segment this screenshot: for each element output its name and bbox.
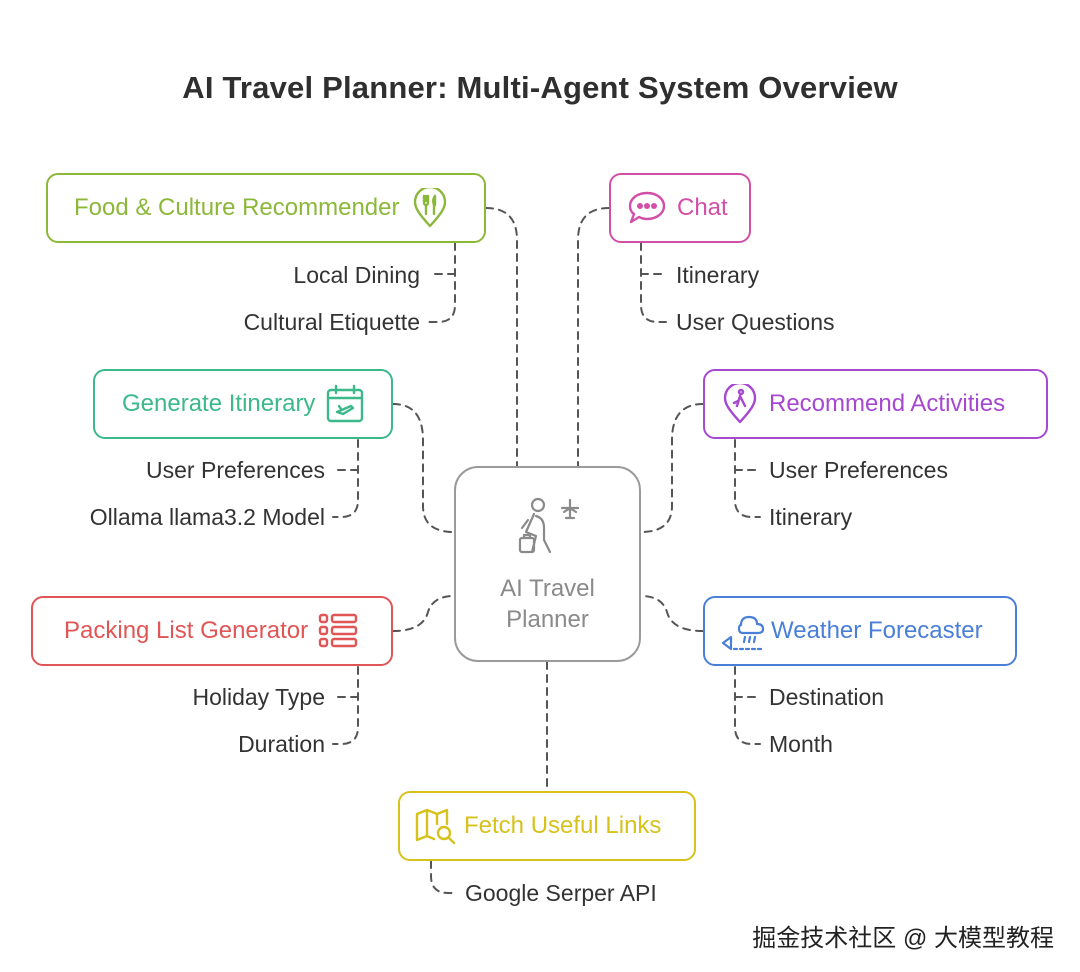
node-activities-label: Recommend Activities bbox=[769, 390, 1006, 417]
node-packing-list-generator[interactable]: Packing List Generator bbox=[31, 596, 393, 666]
node-chat-label: Chat bbox=[677, 194, 728, 221]
connector-itinerary-center bbox=[392, 403, 455, 533]
traveler-with-plane-icon bbox=[508, 496, 588, 567]
node-food-culture-recommender[interactable]: Food & Culture Recommender bbox=[46, 173, 486, 243]
node-weather-forecaster[interactable]: Weather Forecaster bbox=[703, 596, 1017, 666]
page-title: AI Travel Planner: Multi-Agent System Ov… bbox=[182, 70, 898, 105]
chat-bubble-icon bbox=[627, 190, 667, 226]
map-search-icon bbox=[414, 806, 456, 846]
center-label-line2: Planner bbox=[506, 606, 589, 633]
list-icon bbox=[318, 612, 358, 650]
connector-food-center bbox=[485, 207, 518, 467]
itinerary-sub-ollama-model: Ollama llama3.2 Model bbox=[89, 504, 325, 530]
connector-links-subs bbox=[430, 860, 457, 894]
weather-sub-destination: Destination bbox=[769, 684, 885, 710]
weather-cloud-rain-icon bbox=[719, 611, 765, 651]
connector-activities-center bbox=[640, 403, 704, 533]
activities-sub-user-preferences: User Preferences bbox=[769, 457, 948, 483]
food-sub-local-dining: Local Dining bbox=[293, 262, 420, 288]
weather-sub-month: Month bbox=[769, 731, 833, 757]
center-node-ai-travel-planner[interactable]: AI Travel Planner bbox=[454, 466, 641, 662]
itinerary-sub-user-preferences: User Preferences bbox=[146, 457, 325, 483]
node-generate-itinerary[interactable]: Generate Itinerary bbox=[93, 369, 393, 439]
packing-sub-holiday-type: Holiday Type bbox=[192, 684, 325, 710]
node-itinerary-label: Generate Itinerary bbox=[122, 390, 316, 417]
connector-weather-subs bbox=[734, 666, 761, 745]
node-chat[interactable]: Chat bbox=[609, 173, 751, 243]
utensils-pin-icon bbox=[413, 188, 447, 228]
calendar-plane-icon bbox=[325, 384, 365, 424]
connector-packing-center bbox=[392, 595, 455, 632]
connector-chat-center bbox=[577, 207, 610, 467]
packing-sub-duration: Duration bbox=[238, 731, 325, 757]
node-fetch-useful-links[interactable]: Fetch Useful Links bbox=[398, 791, 696, 861]
center-label-line1: AI Travel bbox=[500, 575, 595, 602]
connector-activities-subs bbox=[734, 439, 761, 518]
node-recommend-activities[interactable]: Recommend Activities bbox=[703, 369, 1048, 439]
connector-food-subs bbox=[427, 242, 456, 323]
node-links-label: Fetch Useful Links bbox=[464, 812, 662, 839]
watermark-text: 掘金技术社区 @ 大模型教程 bbox=[752, 925, 1054, 952]
connector-packing-subs bbox=[332, 666, 359, 745]
node-weather-label: Weather Forecaster bbox=[771, 617, 983, 644]
center-node-label: AI Travel Planner bbox=[500, 573, 595, 635]
location-pin-hiker-icon bbox=[723, 384, 757, 424]
node-packing-label: Packing List Generator bbox=[64, 617, 309, 644]
node-food-label: Food & Culture Recommender bbox=[74, 194, 400, 221]
connector-itinerary-subs bbox=[332, 439, 359, 518]
connector-weather-center bbox=[640, 595, 704, 632]
links-sub-google-serper-api: Google Serper API bbox=[465, 880, 657, 906]
activities-sub-itinerary: Itinerary bbox=[769, 504, 853, 530]
chat-sub-itinerary: Itinerary bbox=[676, 262, 760, 288]
food-sub-cultural-etiquette: Cultural Etiquette bbox=[243, 309, 420, 335]
connector-chat-subs bbox=[640, 242, 667, 323]
chat-sub-user-questions: User Questions bbox=[676, 309, 835, 335]
